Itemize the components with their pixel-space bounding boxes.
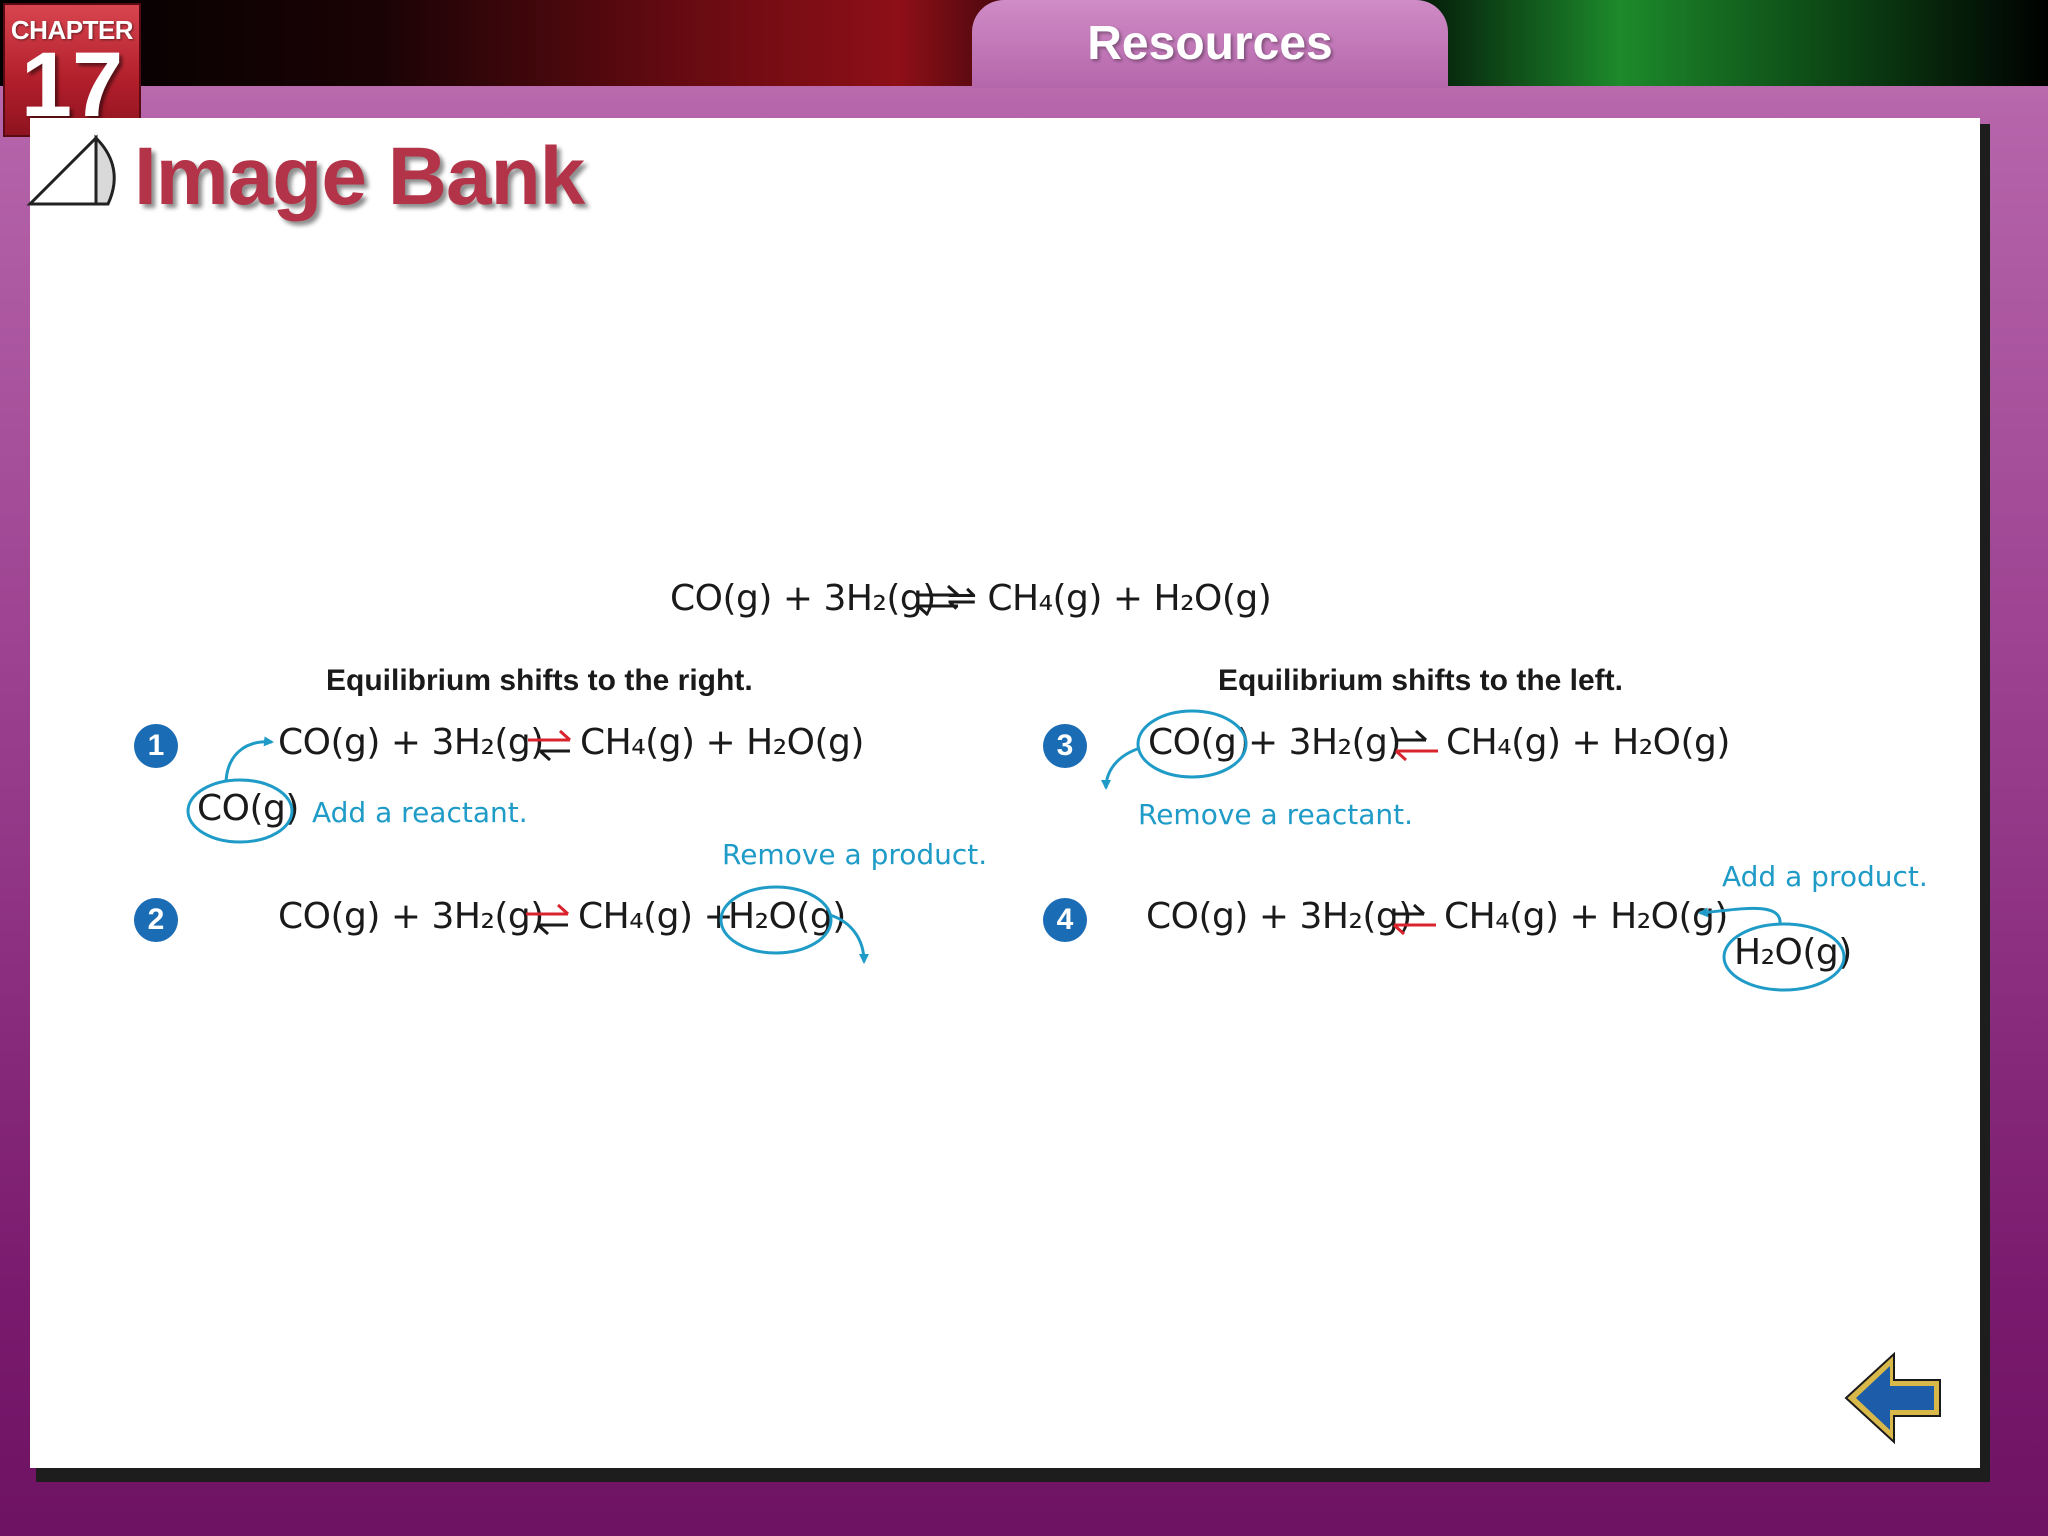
main-equilibrium-arrow [916,584,960,617]
tab-resources-label: Resources [1087,17,1333,70]
case-3-circle [1136,709,1248,779]
case-1-badge: 1 [134,724,178,768]
tab-resources[interactable]: Resources [972,0,1448,88]
case-3-note: Remove a reactant. [1138,798,1414,831]
page-title: Image Bank [134,131,585,222]
case-2-products: CH₄(g) + [578,896,734,937]
case-2-removed-species: H₂O(g) [728,896,846,937]
case-3-equilibrium-arrow [1394,729,1438,762]
case-3-products: CH₄(g) + H₂O(g) [1446,722,1730,763]
back-arrow-icon[interactable] [1842,1348,1946,1448]
case-4-add-arrow [1698,906,1782,925]
case-4-circle [1722,922,1846,992]
chapter-label: CHAPTER [10,15,134,45]
case-1-add-arrow [224,736,274,782]
main-equation: CO(g) + 3H₂(g) ⇌ CH₄(g) + H₂O(g) [670,578,1272,619]
case-3-reactants-rest: + 3H₂(g) [1248,722,1401,763]
case-2-equilibrium-arrow [526,903,570,936]
case-2-circle [719,885,833,955]
case-4-reactants: CO(g) + 3H₂(g) [1146,896,1412,937]
case-4-note: Add a product. [1722,860,1928,893]
case-3-removed-species: CO(g) [1148,722,1250,763]
content-panel [30,118,1980,1468]
case-1-note: Add a reactant. [312,796,528,829]
case-2-note: Remove a product. [722,838,988,871]
case-2-badge: 2 [134,898,178,942]
case-2-reactants: CO(g) + 3H₂(g) [278,896,544,937]
page-curl-icon [26,134,116,206]
case-4-products: CH₄(g) + H₂O(g) [1444,896,1728,937]
case-1-circle [186,778,294,844]
heading-shift-left: Equilibrium shifts to the left. [1218,664,1623,697]
case-1-products: CH₄(g) + H₂O(g) [580,722,864,763]
case-4-badge: 4 [1043,898,1087,942]
case-4-equilibrium-arrow [1392,903,1436,936]
case-1-reactants: CO(g) + 3H₂(g) [278,722,544,763]
case-2-remove-arrow [829,913,869,964]
heading-shift-right: Equilibrium shifts to the right. [326,664,753,697]
case-3-remove-arrow [1101,746,1141,790]
case-1-equilibrium-arrow [528,729,572,762]
case-3-badge: 3 [1043,724,1087,768]
